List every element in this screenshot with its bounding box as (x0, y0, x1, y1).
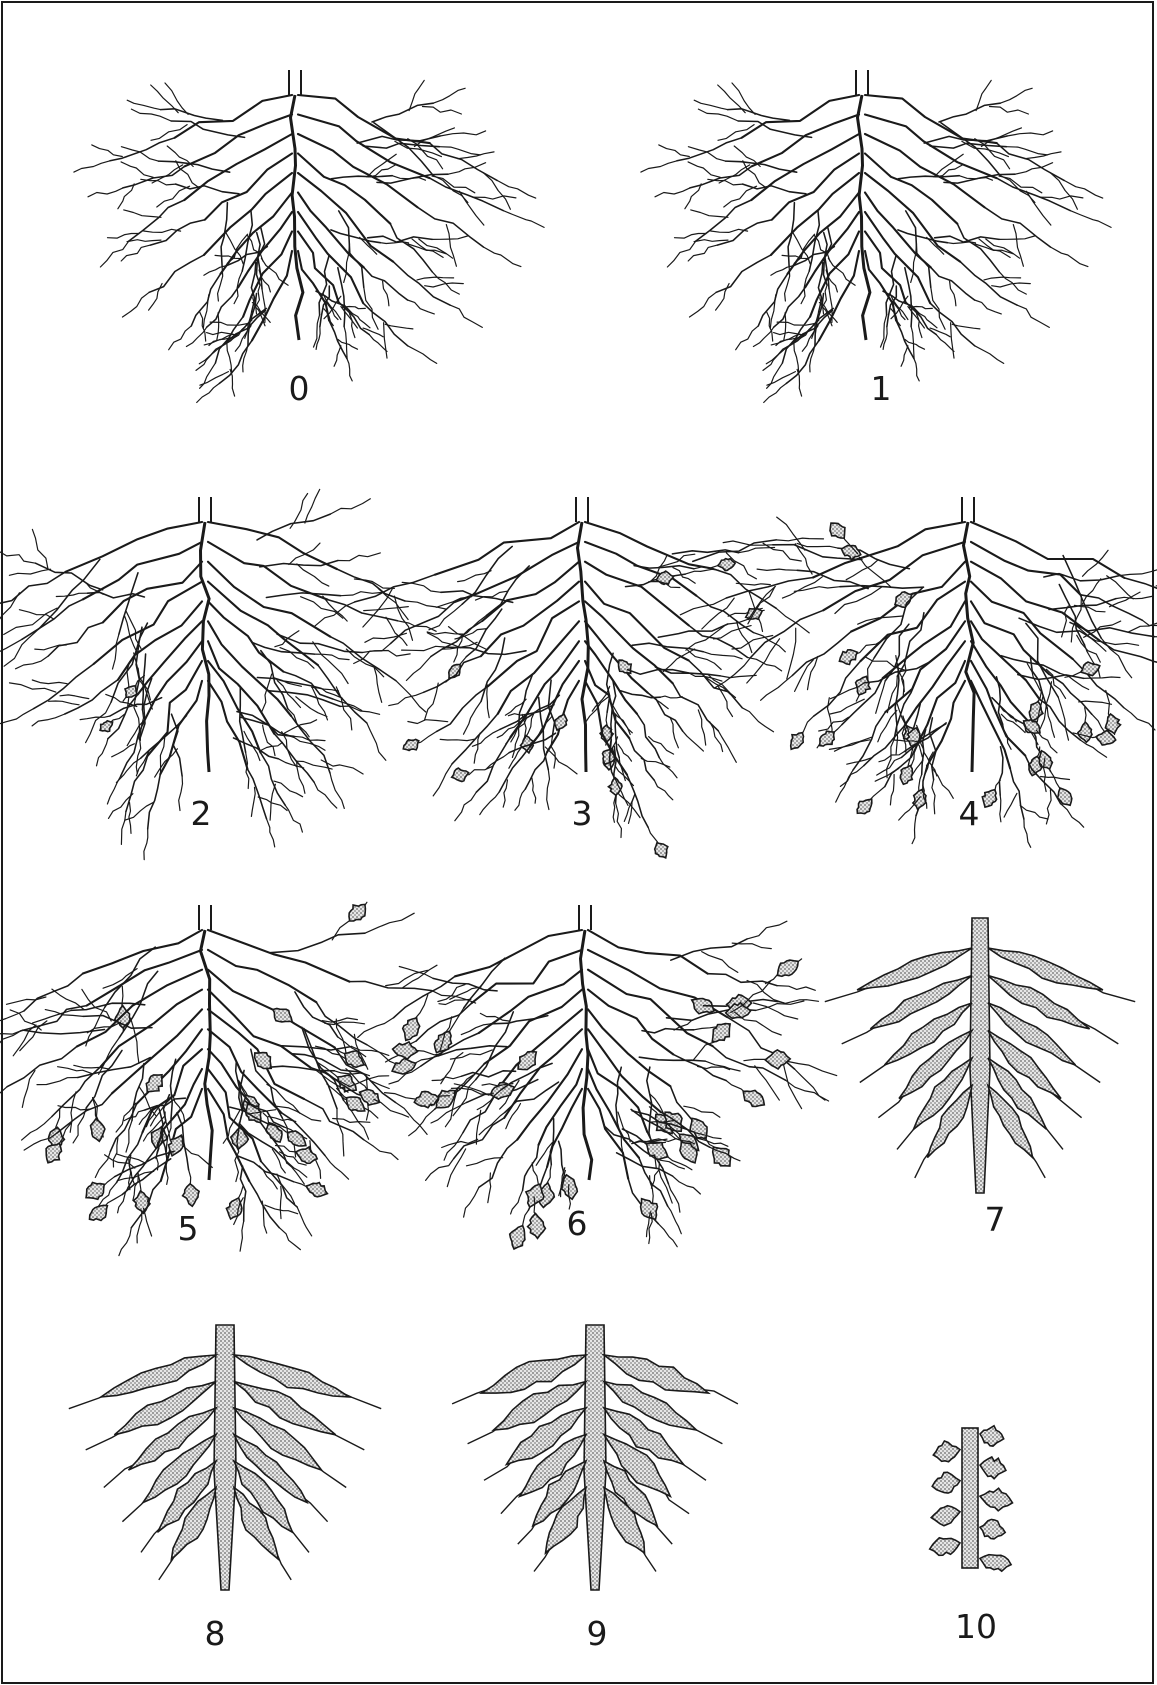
gall-mark (857, 799, 872, 813)
panel-label-10: 10 (936, 1610, 1016, 1643)
panel-label-2: 2 (161, 797, 241, 830)
panel-label-8: 8 (175, 1617, 255, 1650)
panel-label-7: 7 (955, 1203, 1035, 1236)
panel-label-4: 4 (929, 797, 1009, 830)
panel-label-3: 3 (542, 797, 622, 830)
gall-mark (125, 686, 137, 698)
galled-root-mass (962, 1428, 978, 1568)
gall-mark (273, 1009, 292, 1022)
panel-label-9: 9 (557, 1617, 637, 1650)
gall-mark (46, 1143, 61, 1162)
panel-label-0: 0 (259, 372, 339, 405)
panel-label-5: 5 (148, 1212, 228, 1245)
panel-label-1: 1 (841, 372, 921, 405)
panel-label-6: 6 (537, 1207, 617, 1240)
